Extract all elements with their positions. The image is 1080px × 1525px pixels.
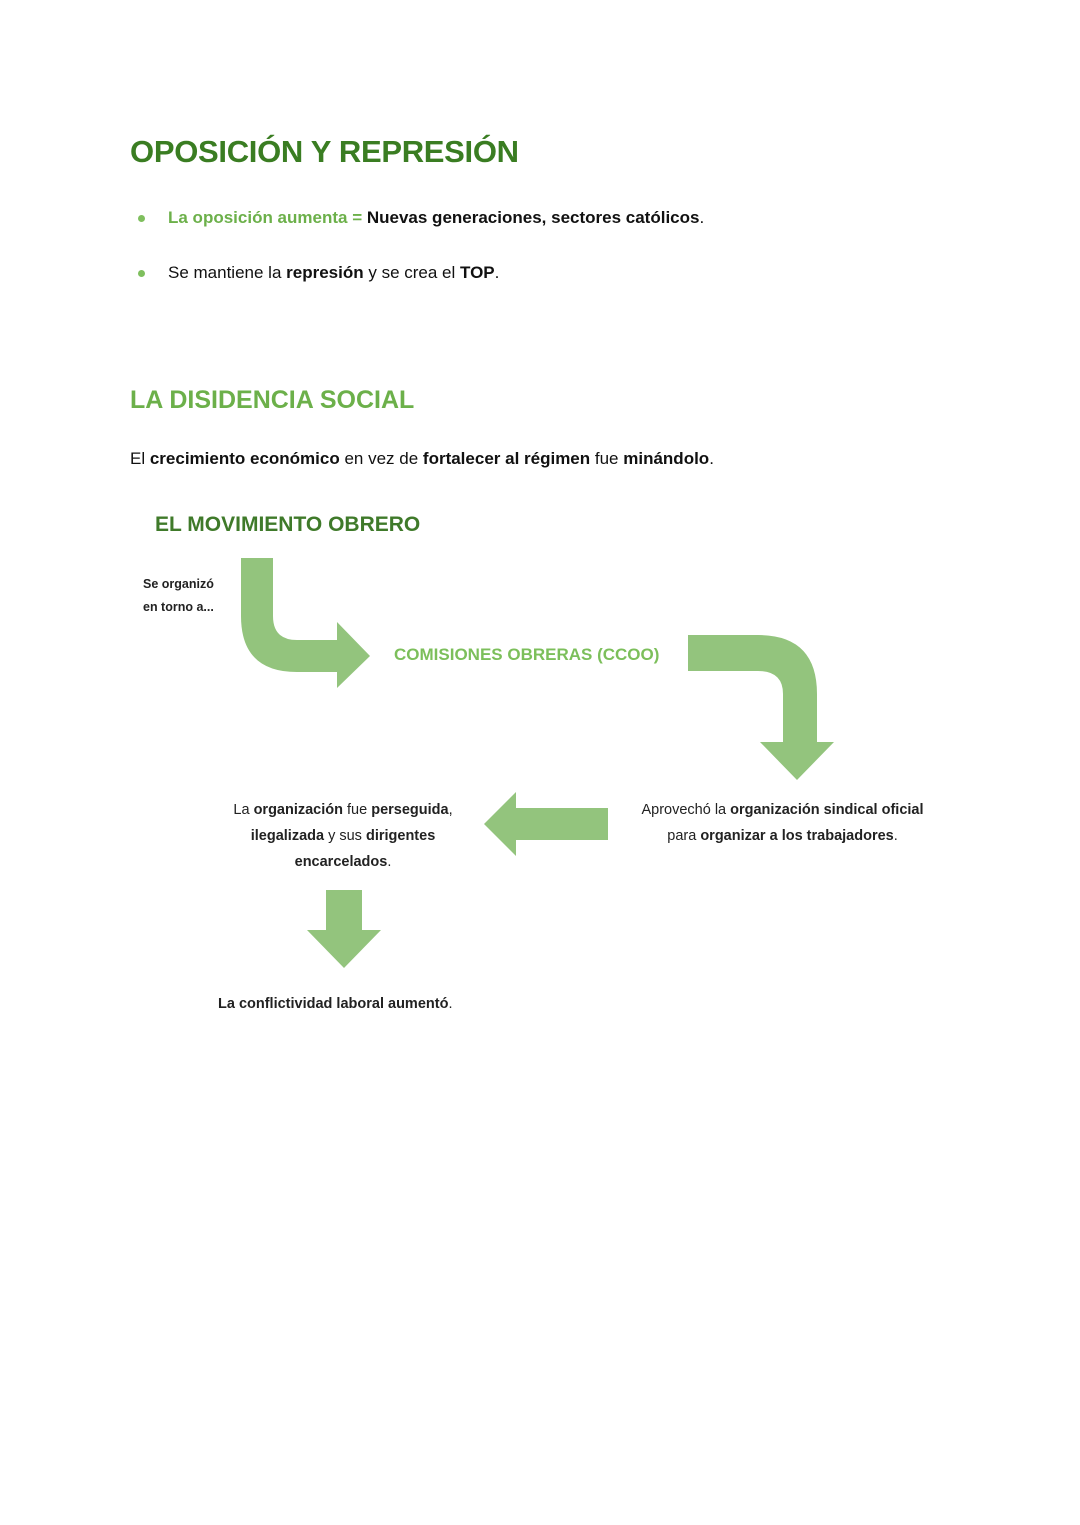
bold-text: organización bbox=[253, 802, 343, 818]
text: . bbox=[893, 828, 898, 844]
bold-text: crecimiento económico bbox=[149, 449, 340, 468]
bullet-item-represion: Se mantiene la represión y se crea el TO… bbox=[130, 263, 499, 283]
bullet-end: . bbox=[699, 208, 705, 227]
text: fue bbox=[343, 802, 372, 818]
text: , bbox=[448, 802, 453, 818]
right-box-text: Aprovechó la organización sindical ofici… bbox=[620, 797, 945, 849]
text: Aprovechó la bbox=[641, 802, 731, 818]
curved-arrow-right-icon bbox=[241, 558, 370, 688]
bold-text: minándolo bbox=[623, 449, 710, 468]
text: . bbox=[448, 996, 453, 1012]
bullet-highlight: La oposición aumenta = bbox=[168, 208, 363, 227]
bold-text: encarcelados bbox=[294, 854, 388, 870]
text: . bbox=[709, 449, 714, 468]
bold-text: dirigentes bbox=[365, 828, 436, 844]
paragraph-crecimiento: El crecimiento económico en vez de forta… bbox=[130, 449, 714, 469]
curved-arrow-down-icon bbox=[688, 635, 834, 780]
bold-text: perseguida bbox=[371, 802, 449, 818]
section-title-oposicion: OPOSICIÓN Y REPRESIÓN bbox=[130, 134, 519, 169]
text: El bbox=[130, 449, 150, 468]
diagram-side-label: Se organizó en torno a... bbox=[143, 573, 214, 619]
text: . bbox=[494, 263, 500, 282]
text: y se crea el bbox=[363, 263, 460, 282]
text: para bbox=[667, 828, 701, 844]
text: fue bbox=[590, 449, 624, 468]
bold-text: organización sindical oficial bbox=[730, 802, 924, 818]
bold-text: TOP bbox=[460, 263, 495, 282]
bold-text: La conflictividad laboral aumentó bbox=[218, 996, 449, 1012]
arrow-left-icon bbox=[484, 792, 608, 856]
text: La bbox=[233, 802, 254, 818]
side-label-line: en torno a... bbox=[143, 600, 214, 614]
bold-text: fortalecer al régimen bbox=[422, 449, 591, 468]
bold-text: ilegalizada bbox=[250, 828, 325, 844]
bullet-bold: Nuevas generaciones, sectores católicos bbox=[366, 208, 700, 227]
bold-text: represión bbox=[286, 263, 364, 282]
side-label-line: Se organizó bbox=[143, 577, 214, 591]
bullet-item-oposicion: La oposición aumenta = Nuevas generacion… bbox=[130, 208, 704, 228]
diagram-title: EL MOVIMIENTO OBRERO bbox=[155, 513, 421, 536]
section-title-disidencia: LA DISIDENCIA SOCIAL bbox=[130, 386, 415, 414]
bold-text: organizar a los trabajadores bbox=[700, 828, 894, 844]
arrow-down-icon bbox=[307, 890, 381, 968]
bullet-icon bbox=[138, 269, 145, 277]
final-conclusion: La conflictividad laboral aumentó. bbox=[218, 996, 452, 1012]
text: en vez de bbox=[339, 449, 423, 468]
left-box-text: La organización fue perseguida, ilegaliz… bbox=[210, 797, 476, 875]
ccoo-label: COMISIONES OBRERAS (CCOO) bbox=[394, 645, 660, 664]
text: Se mantiene la bbox=[168, 263, 287, 282]
text: y sus bbox=[324, 828, 366, 844]
text: . bbox=[387, 854, 392, 870]
bullet-icon bbox=[138, 214, 145, 222]
